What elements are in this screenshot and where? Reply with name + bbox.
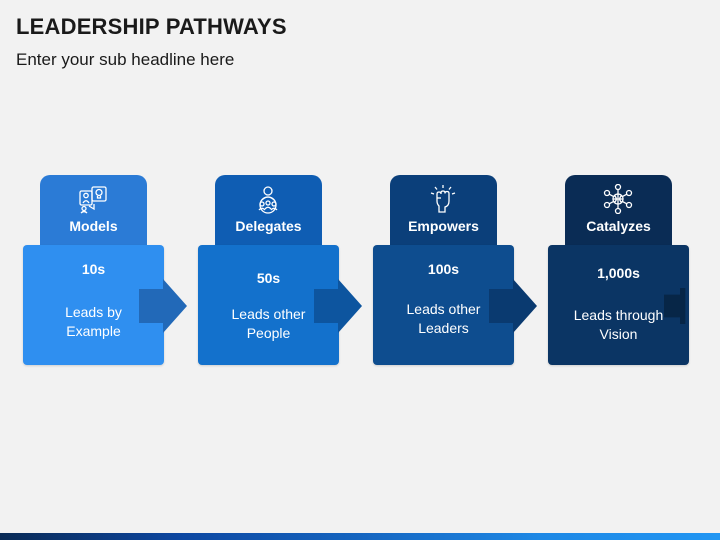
step-description: Leads by Example — [31, 303, 156, 341]
step-count: 100s — [427, 261, 460, 277]
arrow-right-icon — [314, 279, 362, 333]
description-line: Leads through — [573, 307, 664, 323]
step-empowers: Empowers 100s Leads other Leaders — [373, 0, 543, 540]
step-label: Catalyzes — [586, 218, 651, 234]
step-label: Empowers — [408, 218, 479, 234]
step-count: 50s — [256, 270, 281, 286]
page-subtitle: Enter your sub headline here — [16, 50, 235, 69]
description-line: Leads other — [231, 306, 306, 322]
step-card: 50s Leads other People — [198, 245, 339, 365]
arrow-right-icon — [489, 279, 537, 333]
step-models: Models 10s Leads by Example — [23, 0, 193, 540]
step-description: Leads through Vision — [556, 306, 681, 344]
description-line: Example — [66, 323, 121, 339]
description-line: Leaders — [418, 320, 469, 336]
step-tab: Delegates — [215, 175, 322, 247]
step-delegates: Delegates 50s Leads other People — [198, 0, 368, 540]
step-count: 1,000s — [597, 265, 640, 281]
description-line: Vision — [599, 326, 638, 342]
description-line: Leads other — [406, 301, 481, 317]
arrow-stub — [664, 288, 686, 324]
description-line: People — [246, 325, 291, 341]
page-title: LEADERSHIP PATHWAYS — [16, 14, 287, 39]
network-icon — [603, 184, 633, 214]
description-line: Leads by — [65, 304, 122, 320]
step-label: Models — [69, 218, 118, 234]
step-tab: Empowers — [390, 175, 497, 247]
step-tab: Catalyzes — [565, 175, 672, 247]
step-description: Leads other Leaders — [381, 300, 506, 338]
team-icon — [258, 186, 278, 214]
step-description: Leads other People — [206, 305, 331, 343]
idea-people-icon — [79, 186, 107, 214]
bottom-accent-bar — [0, 533, 720, 540]
step-label: Delegates — [235, 218, 302, 234]
step-catalyzes: Catalyzes 1,000s Leads through Vision — [548, 0, 718, 540]
raised-fist-icon — [430, 185, 456, 213]
step-tab: Models — [40, 175, 147, 247]
arrow-right-icon — [139, 279, 187, 333]
step-count: 10s — [81, 261, 106, 277]
